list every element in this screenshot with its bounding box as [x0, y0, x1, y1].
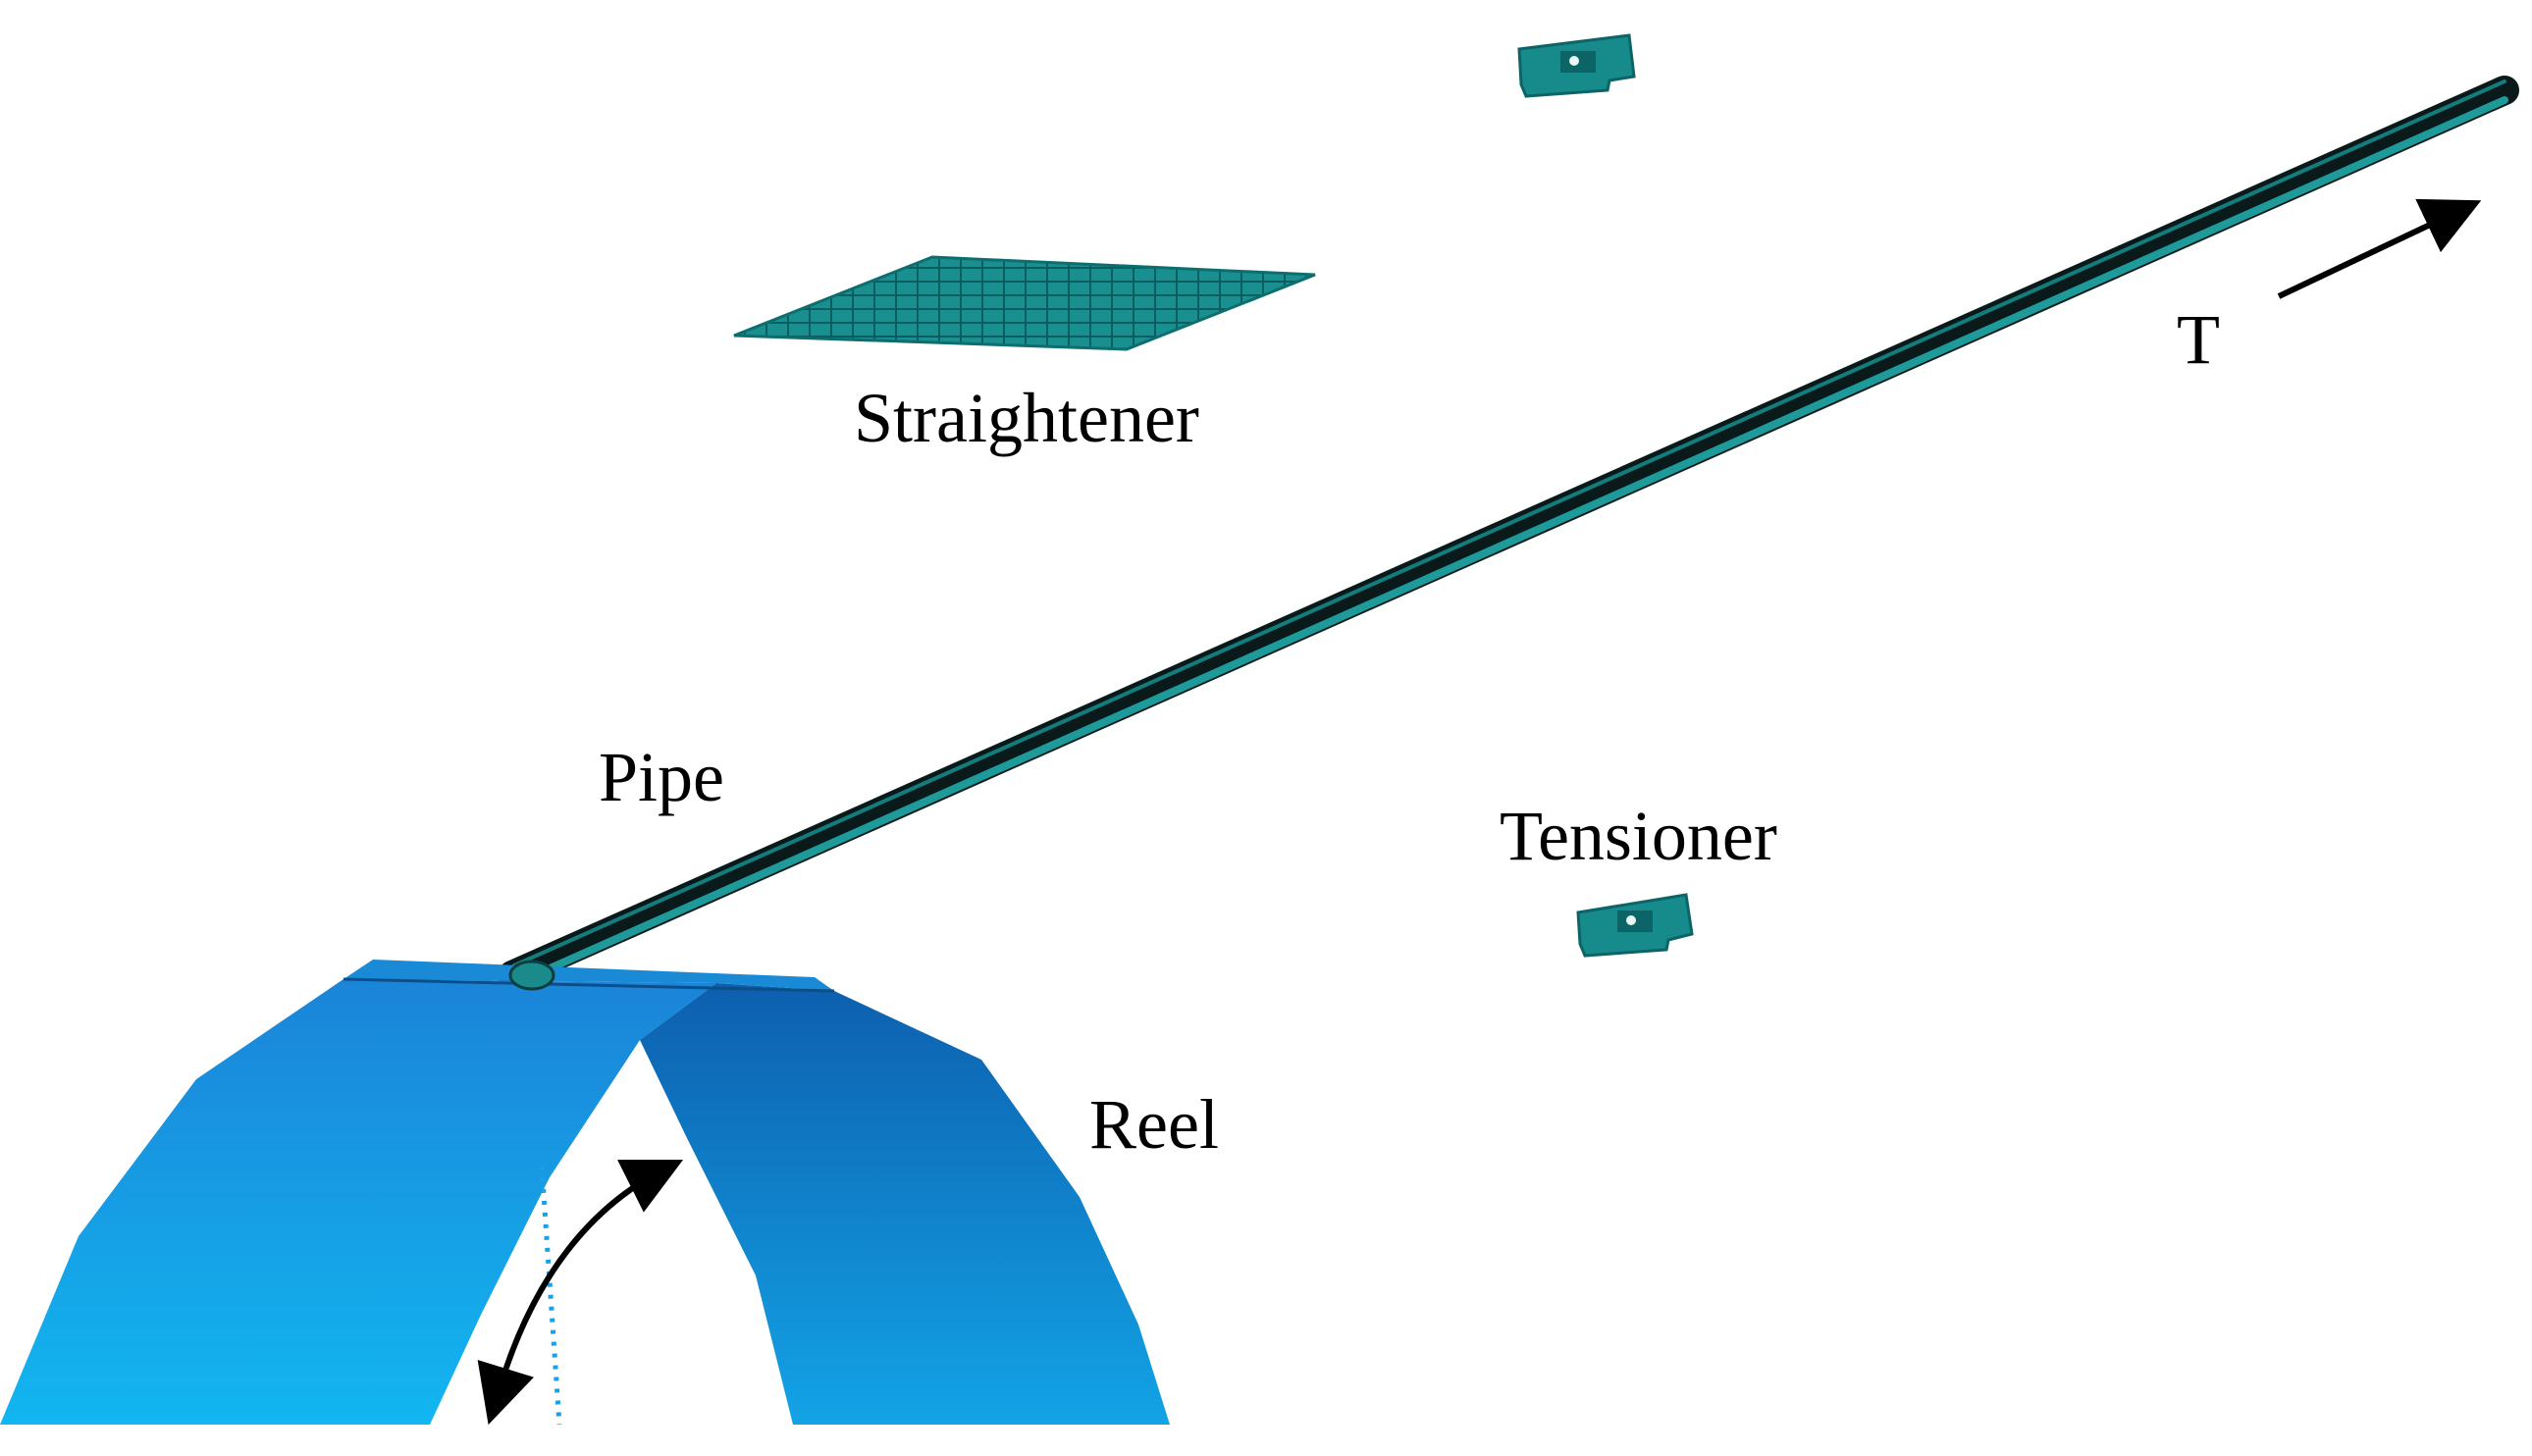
reel-label: Reel: [1089, 1085, 1219, 1164]
tension-arrow: [2277, 198, 2482, 299]
straightener-label: Straightener: [854, 379, 1199, 457]
tension-label: T: [2177, 300, 2220, 379]
reel: [0, 960, 1170, 1426]
tensioner-bottom: [1576, 893, 1694, 958]
straightener-plate: [733, 255, 1316, 351]
pipe-label: Pipe: [599, 738, 725, 816]
tensioner-label: Tensioner: [1500, 797, 1777, 875]
tensioner-top: [1517, 33, 1636, 98]
pipe: [498, 76, 2519, 990]
rotation-arrow: [477, 1159, 684, 1426]
